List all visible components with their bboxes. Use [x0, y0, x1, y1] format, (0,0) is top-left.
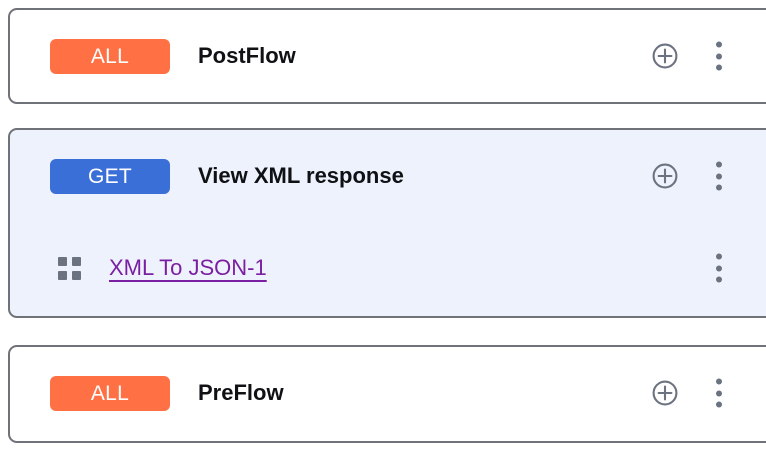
- add-step-icon[interactable]: [652, 380, 678, 406]
- kebab-dot: [715, 64, 722, 71]
- method-badge-get: GET: [50, 158, 170, 194]
- kebab-dot: [715, 253, 722, 260]
- method-badge-all: ALL: [50, 38, 170, 74]
- kebab-dot: [715, 276, 722, 283]
- grid-cell: [72, 256, 81, 266]
- flow-title: PreFlow: [198, 380, 284, 405]
- policy-row[interactable]: XML To JSON-1: [10, 222, 766, 314]
- more-options-icon[interactable]: [713, 41, 724, 71]
- method-badge-all: ALL: [50, 375, 170, 411]
- kebab-dot: [715, 378, 722, 385]
- kebab-dot: [715, 401, 722, 408]
- postflow-card[interactable]: ALL PostFlow: [8, 8, 766, 104]
- kebab-dot: [715, 173, 722, 179]
- more-options-icon[interactable]: [713, 161, 724, 191]
- view-xml-response-card[interactable]: GET View XML response: [8, 128, 766, 318]
- kebab-dot: [715, 41, 722, 48]
- kebab-dot: [715, 390, 722, 396]
- more-options-icon[interactable]: [713, 378, 724, 408]
- kebab-dot: [715, 184, 722, 191]
- add-step-icon[interactable]: [652, 163, 678, 189]
- more-options-icon[interactable]: [713, 253, 724, 283]
- grid-cell: [72, 270, 81, 280]
- kebab-dot: [715, 161, 722, 168]
- policy-link-xml-to-json[interactable]: XML To JSON-1: [109, 255, 267, 280]
- flow-row-view-xml-response[interactable]: GET View XML response: [10, 130, 766, 222]
- flow-row-postflow[interactable]: ALL PostFlow: [10, 10, 766, 102]
- add-step-icon[interactable]: [652, 43, 678, 69]
- grid-cell: [58, 256, 67, 266]
- grid-cell: [58, 270, 67, 280]
- flow-row-preflow[interactable]: ALL PreFlow: [10, 347, 766, 439]
- flow-title: PostFlow: [198, 43, 296, 68]
- kebab-dot: [715, 53, 722, 59]
- grid-icon: [58, 256, 81, 280]
- preflow-card[interactable]: ALL PreFlow: [8, 345, 766, 443]
- kebab-dot: [715, 265, 722, 271]
- flow-title: View XML response: [198, 163, 404, 188]
